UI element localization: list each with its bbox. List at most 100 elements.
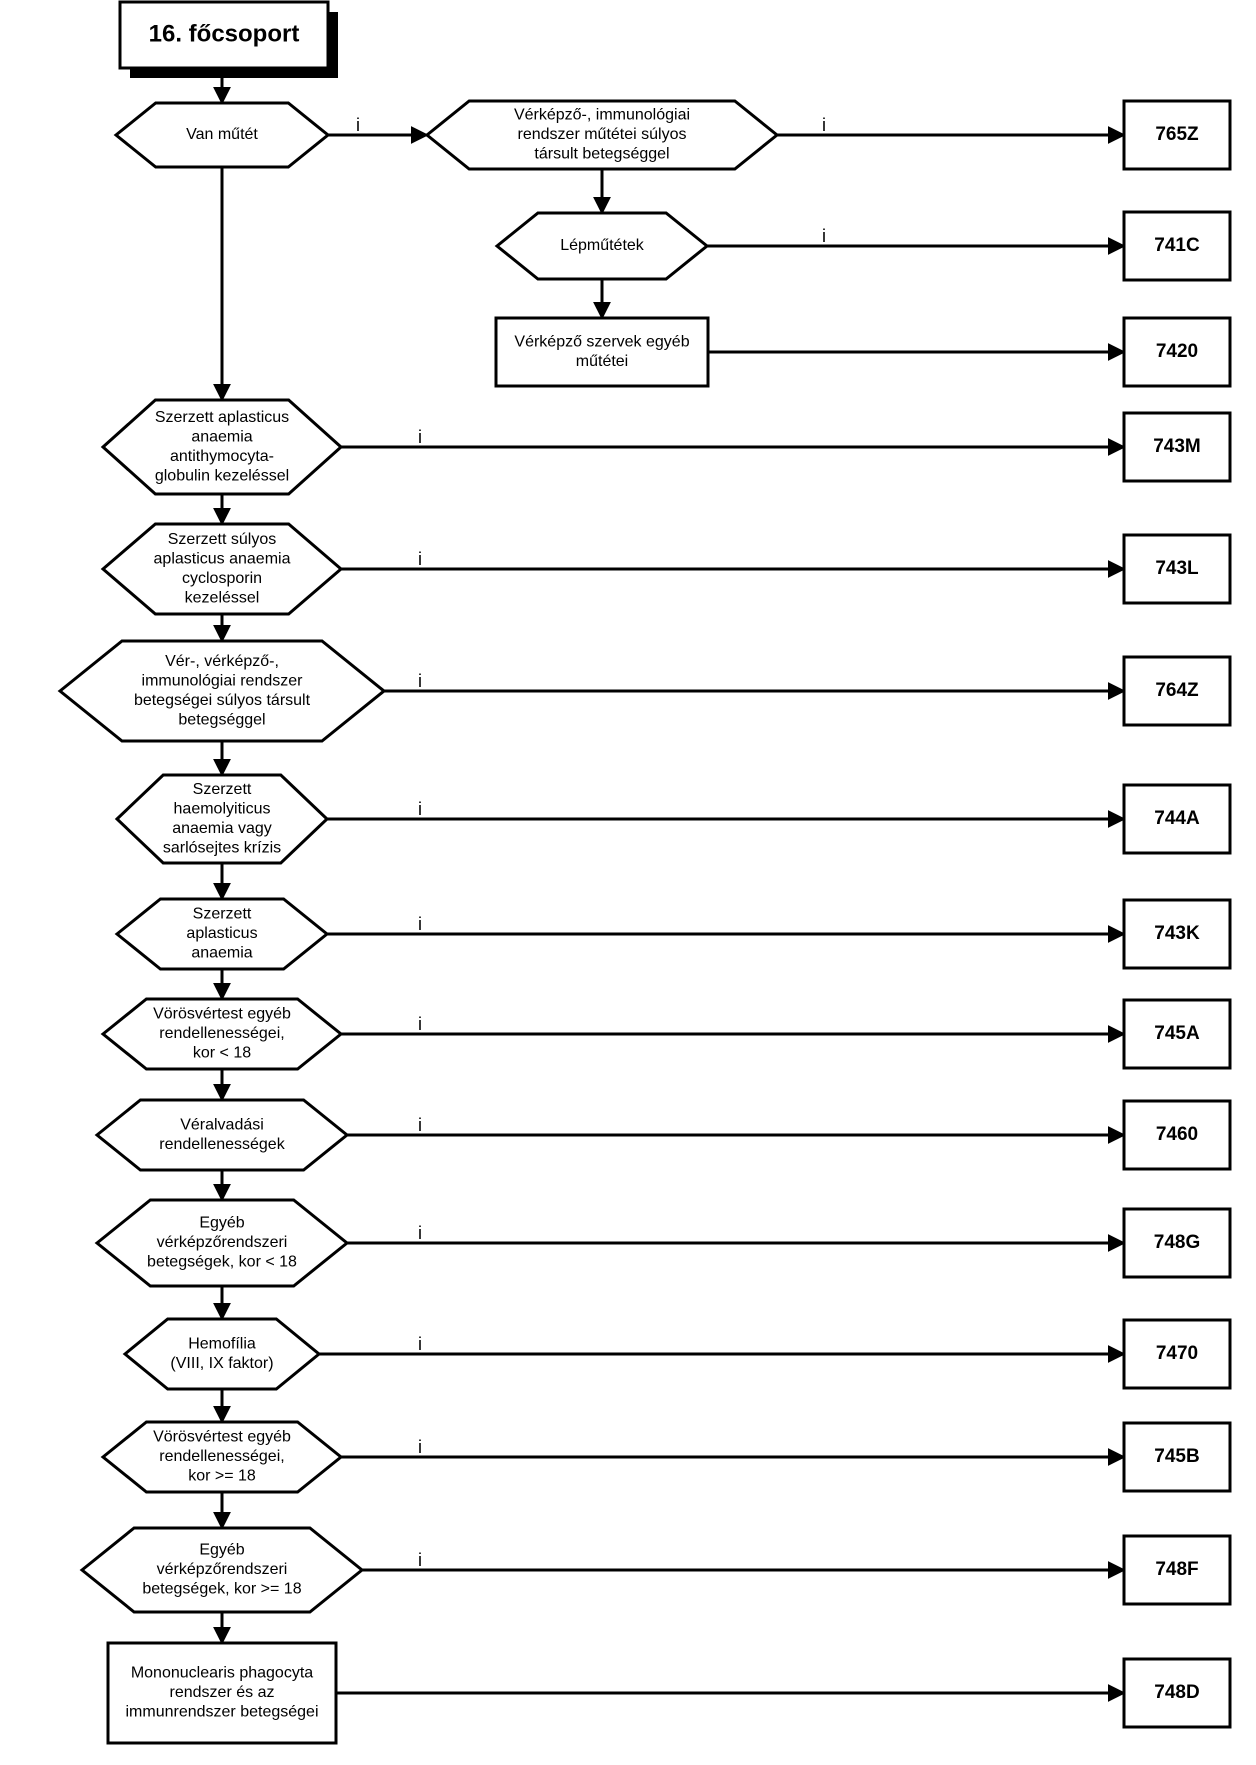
node-label: cyclosporin (182, 570, 262, 587)
yes-mark: i (822, 226, 826, 246)
node-label: rendszer és az (170, 1684, 275, 1701)
node-label: immunológiai rendszer (142, 672, 304, 689)
outcome-code: 745B (1154, 1446, 1199, 1467)
yes-mark: i (418, 1334, 422, 1354)
decision-hexagon (122, 1317, 322, 1391)
outcome-744A: 744A (1122, 783, 1232, 855)
outcome-743K: 743K (1122, 898, 1232, 970)
node-label: vérképzőrendszeri (157, 1561, 288, 1578)
outcome-7470: 7470 (1122, 1318, 1232, 1390)
outcome-box (1122, 1657, 1232, 1729)
outcome-box (1122, 210, 1232, 282)
flow-shapes: Van műtét Vérképző-, immunológiai rendszer… (57, 99, 780, 1745)
outcome-code: 744A (1154, 808, 1200, 829)
outcome-code: 765Z (1155, 124, 1199, 145)
yes-mark: i (822, 115, 826, 135)
decision-hexagon (94, 1098, 350, 1172)
node-label: Egyéb (199, 1542, 244, 1559)
decision-node-d9: Véralvadási rendellenességek (94, 1098, 350, 1172)
node-label: sarlósejtes krízis (163, 839, 281, 856)
node-label: betegségek, kor >= 18 (142, 1581, 301, 1598)
title-box: 16. főcsoport (118, 0, 338, 78)
node-label: betegséggel (178, 711, 265, 728)
yes-mark: i (418, 427, 422, 447)
process-box (494, 316, 710, 388)
outcome-741C: 741C (1122, 210, 1232, 282)
node-label: anaemia (191, 945, 252, 962)
outcome-745B: 745B (1122, 1421, 1232, 1493)
outcome-box (1122, 1099, 1232, 1171)
node-label: Vörösvértest egyéb (153, 1429, 291, 1446)
yes-mark: i (356, 115, 360, 135)
outcome-box (1122, 533, 1232, 605)
node-label: műtétei (576, 353, 628, 370)
outcome-box (1122, 1207, 1232, 1279)
yes-mark: i (418, 1014, 422, 1034)
node-label: kor >= 18 (188, 1468, 256, 1485)
decision-hexagon (100, 997, 344, 1071)
node-label: Vörösvértest egyéb (153, 1006, 291, 1023)
outcome-box (1122, 655, 1232, 727)
decision-hexagon (114, 897, 330, 971)
outcome-code: 745A (1154, 1023, 1200, 1044)
outcome-boxes: 765Z741C7420743M743L764Z744A743K745A7460… (1122, 99, 1232, 1729)
outcome-box (1122, 1534, 1232, 1606)
decision-hexagon (100, 522, 344, 616)
node-label: Véralvadási (180, 1116, 264, 1133)
yes-mark: i (418, 1437, 422, 1457)
outcome-box (1122, 783, 1232, 855)
outcome-code: 748D (1154, 1682, 1199, 1703)
decision-node-d12: Vörösvértest egyéb rendellenességei, kor >… (100, 1420, 344, 1494)
outcome-764Z: 764Z (1122, 655, 1232, 727)
outcome-code: 7420 (1156, 341, 1198, 362)
outcome-code: 743M (1153, 436, 1201, 457)
yes-mark: i (418, 799, 422, 819)
outcome-box (1122, 99, 1232, 171)
node-label: Hemofília (188, 1335, 256, 1352)
yes-mark: i (418, 914, 422, 934)
decision-node-d5: Vér-, vérképző-, immunológiai rendszer bet… (57, 639, 387, 743)
node-label: haemolyiticus (174, 800, 271, 817)
node-label: rendellenességek (159, 1136, 285, 1153)
outcome-code: 764Z (1155, 680, 1199, 701)
node-label: betegségei súlyos társult (134, 692, 311, 709)
node-label: betegségek, kor < 18 (147, 1254, 297, 1271)
node-label: Egyéb (199, 1215, 244, 1232)
outcome-748D: 748D (1122, 1657, 1232, 1729)
node-label: Vérképző-, immunológiai (514, 107, 690, 124)
node-label: (VIII, IX faktor) (170, 1355, 273, 1372)
yes-mark: i (418, 1550, 422, 1570)
outcome-box (1122, 316, 1232, 388)
yes-mark: i (418, 549, 422, 569)
node-label: Vér-, vérképző-, (165, 653, 279, 670)
outcome-code: 748F (1155, 1559, 1198, 1580)
node-label: Szerzett aplasticus (155, 409, 289, 426)
decision-hexagon (57, 639, 387, 743)
decision-hexagon (79, 1526, 365, 1614)
outcome-code: 743L (1155, 558, 1199, 579)
decision-hexagon (113, 101, 331, 169)
outcome-code: 7470 (1156, 1343, 1198, 1364)
decision-hexagon (100, 398, 344, 496)
outcome-743L: 743L (1122, 533, 1232, 605)
outcome-748F: 748F (1122, 1534, 1232, 1606)
decision-hexagon (94, 1198, 350, 1288)
node-label: kor < 18 (193, 1045, 251, 1062)
node-label: Van műtét (186, 126, 258, 143)
outcome-box (1122, 1421, 1232, 1493)
node-label: rendellenességei, (159, 1448, 284, 1465)
node-label: anaemia vagy (172, 820, 272, 837)
decision-node-d3: Szerzett aplasticusanaemiaantithymocyta-… (100, 398, 344, 496)
node-label: aplasticus anaemia (154, 550, 291, 567)
chart-title: 16. főcsoport (149, 20, 300, 47)
outcome-748G: 748G (1122, 1207, 1232, 1279)
decision-node-d11: Hemofília (VIII, IX faktor) (122, 1317, 322, 1391)
node-label: Lépműtétek (560, 237, 645, 254)
